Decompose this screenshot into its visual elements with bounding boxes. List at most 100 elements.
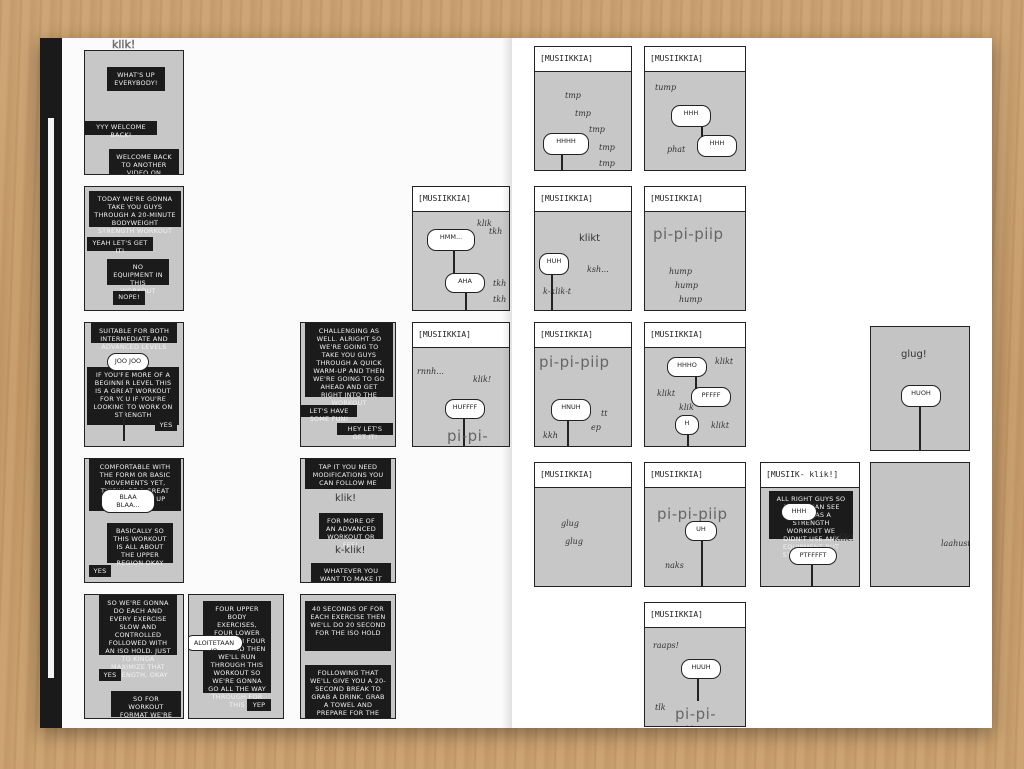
sfx-text: hump — [679, 295, 703, 304]
speech-bubble: HUH — [539, 253, 569, 275]
comic-panel: SO WE'RE GONNA DO EACH AND EVERY EXERCIS… — [84, 594, 184, 719]
bubble-tail — [123, 371, 125, 441]
bubble-tail — [697, 679, 699, 701]
panel-caption: [MUSIIKKIA] — [535, 187, 631, 212]
comic-panel: [MUSIIKKIA] glug glug — [534, 462, 632, 587]
sfx-text: pi-pi-piip — [539, 353, 610, 371]
comic-panel: [MUSIIKKIA] pi-pi-piip UH naks — [644, 462, 746, 587]
panel-caption: [MUSIIK- klik!] — [761, 463, 859, 488]
sfx-text: klik! — [473, 375, 492, 384]
sfx-text: naks — [665, 561, 684, 570]
sfx-text: tmp — [575, 109, 591, 118]
sfx-text: glug — [561, 519, 579, 528]
caption-box: LET'S HAVE SOME FUN! — [301, 405, 357, 423]
comic-panel: laahust — [870, 462, 970, 587]
speech-bubble: HNUH — [551, 399, 591, 421]
comic-panel: FOUR UPPER BODY EXERCISES, FOUR LOWER AN… — [188, 594, 284, 719]
sfx-text: glug — [565, 537, 583, 546]
sfx-text: raaps! — [653, 641, 679, 650]
comic-panel: SUITABLE FOR BOTH INTERMEDIATE AND ADVAN… — [84, 322, 184, 447]
comic-panel: [MUSIIKKIA] tmp tmp tmp tmp tmp HHHH — [534, 46, 632, 171]
bubble-tail — [695, 377, 697, 389]
caption-box: TODAY WE'RE GONNA TAKE YOU GUYS THROUGH … — [89, 191, 181, 235]
speech-bubble: HUUH — [681, 659, 721, 679]
sfx-text: rnnh... — [417, 367, 444, 376]
speech-bubble: HHH — [697, 135, 737, 157]
bubble-tail — [453, 251, 455, 273]
comic-panel: [MUSIIKKIA] pi-pi-piip hump hump hump — [644, 186, 746, 311]
bubble-tail — [465, 293, 467, 310]
caption-box: NO EQUIPMENT IN THIS WORKOUT — [107, 259, 169, 295]
comic-panel: [MUSIIKKIA] tump phat HHH HHH — [644, 46, 746, 171]
caption-box: HEY LET'S GET IT! — [337, 423, 393, 441]
caption-box: WHAT'S UP EVERYBODY! — [107, 67, 165, 91]
sfx-text: tmp — [599, 143, 615, 152]
speech-bubble: HHHO — [667, 357, 707, 377]
caption-box: YES — [99, 669, 121, 681]
speech-bubble: AHA — [445, 273, 485, 293]
comic-panel: [MUSIIKKIA] rnnh... klik! HUFFFF pi-pi-p… — [412, 322, 510, 447]
speech-bubble: ALOITETAAN JO — [189, 635, 243, 655]
caption-box: WHATEVER YOU WANT TO MAKE IT MORE — [311, 563, 391, 582]
bubble-tail — [463, 419, 465, 446]
open-comic-book: klik! WHAT'S UP EVERYBODY! YYY WELCOME B… — [40, 38, 992, 728]
speech-bubble: HUFFFF — [445, 399, 485, 419]
sfx-text: pi-pi-piip — [675, 705, 717, 726]
sfx-text: tmp — [589, 125, 605, 134]
comic-panel: glug! HUOH — [870, 326, 970, 451]
sfx-text: tkh — [493, 295, 507, 304]
sfx-text: klik! — [833, 533, 855, 544]
speech-bubble: HHH — [671, 105, 711, 127]
sfx-text: tt — [601, 409, 608, 418]
caption-box: TAP IT YOU NEED MODIFICATIONS YOU CAN FO… — [305, 459, 391, 489]
panel-caption: [MUSIIKKIA] — [535, 47, 631, 72]
caption-box: YYY WELCOME BACK! — [85, 121, 157, 139]
bubble-tail — [561, 155, 563, 170]
sfx-text: kkh — [543, 431, 558, 440]
panel-caption: [MUSIIKKIA] — [645, 603, 745, 628]
sfx-text: klikt — [715, 357, 734, 366]
comic-panel: 40 SECONDS OF FOR EACH EXERCISE THEN WE'… — [300, 594, 396, 719]
sfx-text: klik! — [335, 493, 357, 504]
sfx-text: tkh — [489, 227, 503, 236]
sfx-text: ep — [591, 423, 601, 432]
comic-panel: TODAY WE'RE GONNA TAKE YOU GUYS THROUGH … — [84, 186, 184, 311]
comic-panel: [MUSIIKKIA] pi-pi-piip HNUH tt ep kkh — [534, 322, 632, 447]
caption-box: YEP — [247, 699, 271, 711]
sfx-text: k-klik! — [335, 545, 366, 556]
comic-panel: [MUSIIKKIA] HHHO PFFFF H klikt klikt kli… — [644, 322, 746, 447]
bubble-tail — [687, 435, 689, 446]
sfx-text: tmp — [599, 159, 615, 168]
sfx-text: phat — [667, 145, 686, 154]
panel-caption: [MUSIIKKIA] — [413, 187, 509, 212]
sfx-text: tkh — [493, 279, 507, 288]
sfx-text: pi-pi-piip — [447, 427, 489, 446]
comic-panel: [MUSIIKKIA] HMM... AHA klik tkh tkh tkh — [412, 186, 510, 311]
sfx-text: klikt — [657, 389, 676, 398]
panel-caption: [MUSIIKKIA] — [413, 323, 509, 348]
panel-caption: [MUSIIKKIA] — [535, 323, 631, 348]
speech-bubble: HHHH — [543, 133, 589, 155]
sfx-text: ksh... — [587, 265, 609, 274]
speech-bubble: HMM... — [427, 229, 475, 251]
panel-caption: [MUSIIKKIA] — [535, 463, 631, 488]
caption-box: BASICALLY SO THIS WORKOUT IS ALL ABOUT T… — [107, 523, 173, 567]
speech-bubble: HUOH — [901, 385, 941, 407]
sfx-text: hump — [675, 281, 699, 290]
bubble-tail — [701, 541, 703, 586]
sfx-text: k-klik-t — [543, 287, 571, 296]
sfx-klik-top: klik! — [112, 38, 136, 51]
sfx-text: klikt — [579, 233, 601, 244]
panel-caption: [MUSIIKKIA] — [645, 47, 745, 72]
sfx-text: tmp — [565, 91, 581, 100]
panel-caption: [MUSIIKKIA] — [645, 323, 745, 348]
bubble-tail — [551, 275, 553, 310]
comic-panel: [MUSIIKKIA] raaps! HUUH tlk pi-pi-piip — [644, 602, 746, 727]
sfx-text: klik — [679, 403, 694, 412]
bubble-tail — [701, 127, 703, 137]
caption-box: NOPE! — [113, 291, 145, 305]
caption-box: 40 SECONDS OF FOR EACH EXERCISE THEN WE'… — [305, 601, 391, 651]
speech-bubble: HHH — [781, 503, 817, 521]
caption-box: IF YOU'RE MORE OF A BEGINNER LEVEL THIS … — [87, 367, 179, 425]
speech-bubble: PFFFF — [691, 387, 731, 407]
